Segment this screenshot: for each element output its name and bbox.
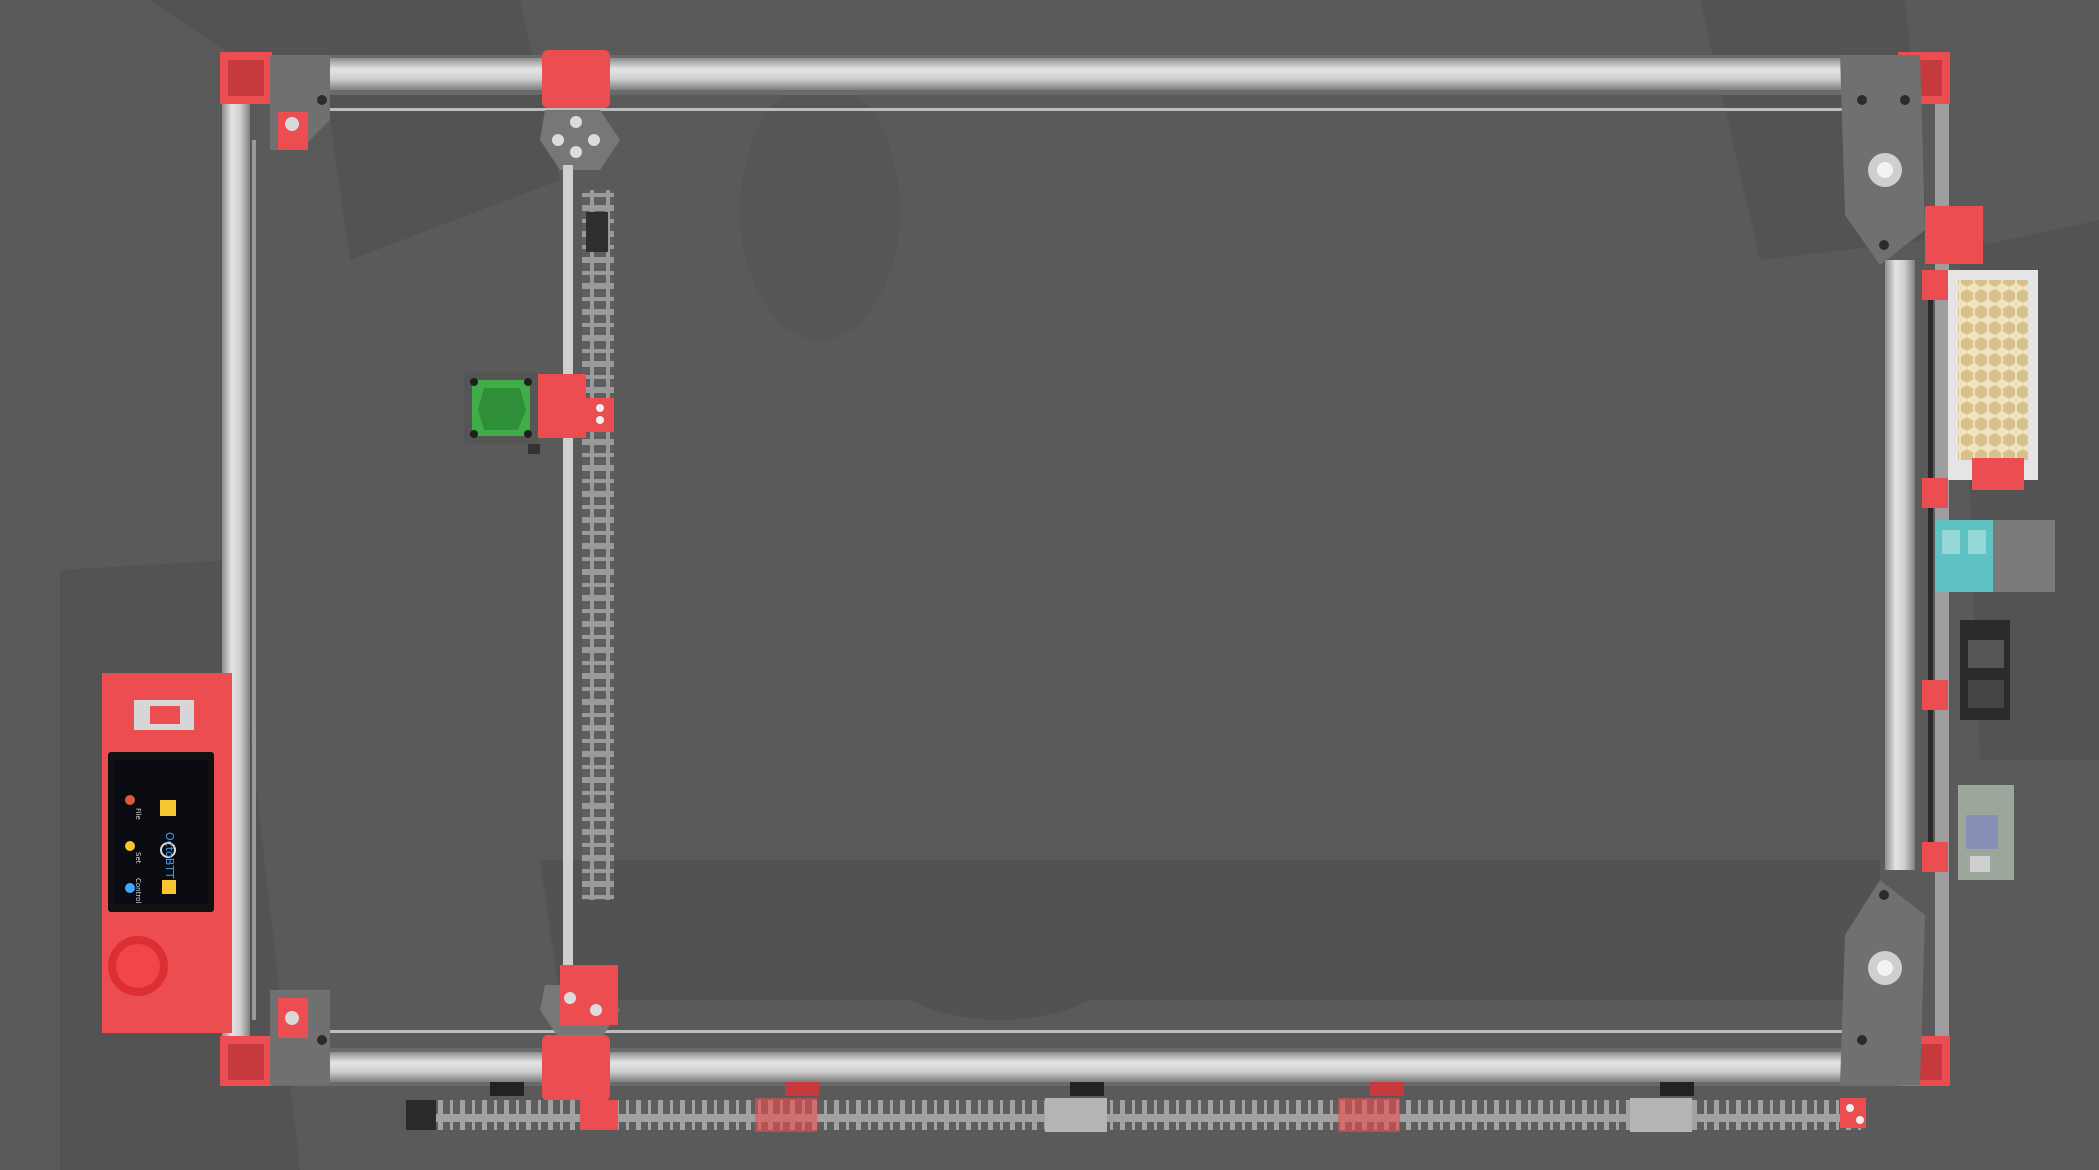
corner-block-bottom-right	[1840, 880, 1950, 1086]
screen-menu-file[interactable]: File	[134, 808, 142, 820]
corner-block-top-left	[220, 52, 330, 150]
screen-menu-control[interactable]: Control	[134, 878, 142, 904]
bottom-rail	[222, 1030, 1947, 1086]
corner-block-top-right	[1840, 52, 1950, 265]
corner-block-bottom-left	[220, 990, 330, 1086]
background-shadows	[60, 0, 2099, 1170]
touch-screen[interactable]: OctoBTT File Set Control	[114, 760, 208, 904]
power-supply	[1925, 206, 2038, 490]
expansion-board	[1958, 785, 2014, 880]
terminal-blocks	[1935, 520, 2055, 592]
right-rail-brackets	[1922, 270, 1948, 872]
cable-chain-bottom	[406, 1082, 1866, 1132]
control-panel	[102, 673, 232, 1033]
controller-board	[1960, 620, 2010, 720]
spindle-carriage	[464, 372, 614, 454]
estop-button[interactable]	[108, 936, 168, 996]
screen-menu-set[interactable]: Set	[134, 852, 142, 864]
gantry	[540, 50, 620, 1101]
screen-brand: OctoBTT	[163, 832, 176, 879]
